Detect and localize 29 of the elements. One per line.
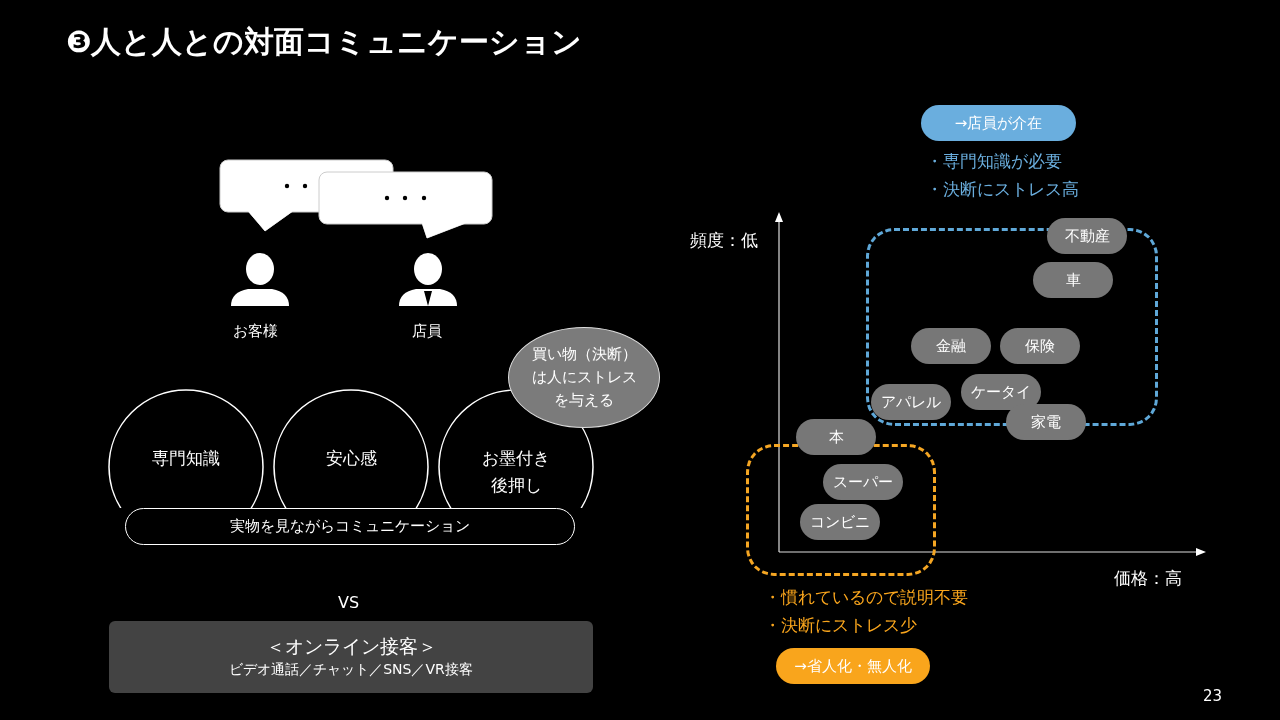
category-pill: 保険 [1000, 328, 1080, 364]
tag-pill: →店員が介在 [921, 105, 1076, 141]
axis-label: 価格：高 [1114, 567, 1182, 590]
person-label: お客様 [233, 322, 278, 341]
note-text: ・慣れているので説明不要 [764, 586, 968, 609]
category-pill: 車 [1033, 262, 1113, 298]
note-text: ・決断にストレス高 [926, 178, 1079, 201]
slide-title: ❸人と人との対面コミュニケーション [66, 23, 583, 61]
category-pill: スーパー [823, 464, 903, 500]
tag-pill: →省人化・無人化 [776, 648, 930, 684]
dashed-region [746, 444, 936, 576]
page-number: 23 [1203, 687, 1223, 705]
category-pill: 家電 [1006, 404, 1086, 440]
note-text: ・専門知識が必要 [926, 150, 1062, 173]
panel-subtitle: ビデオ通話／チャット／SNS／VR接客 [229, 660, 473, 679]
online-panel [109, 621, 593, 693]
panel-heading: ＜オンライン接客＞ [265, 634, 437, 660]
category-pill: アパレル [871, 384, 951, 420]
category-pill: 不動産 [1047, 218, 1127, 254]
axis-label: 頻度：低 [690, 229, 758, 252]
base-band: 実物を見ながらコミュニケーション [125, 508, 575, 545]
person-label: 店員 [412, 322, 442, 341]
vs-label: VS [338, 593, 360, 612]
category-pill: ケータイ [961, 374, 1041, 410]
category-pill: 本 [796, 419, 876, 455]
category-pill: 金融 [911, 328, 991, 364]
callout-tooltip: 買い物（決断）は人にストレスを与える [508, 327, 660, 428]
note-text: ・決断にストレス少 [764, 614, 917, 637]
category-pill: コンビニ [800, 504, 880, 540]
